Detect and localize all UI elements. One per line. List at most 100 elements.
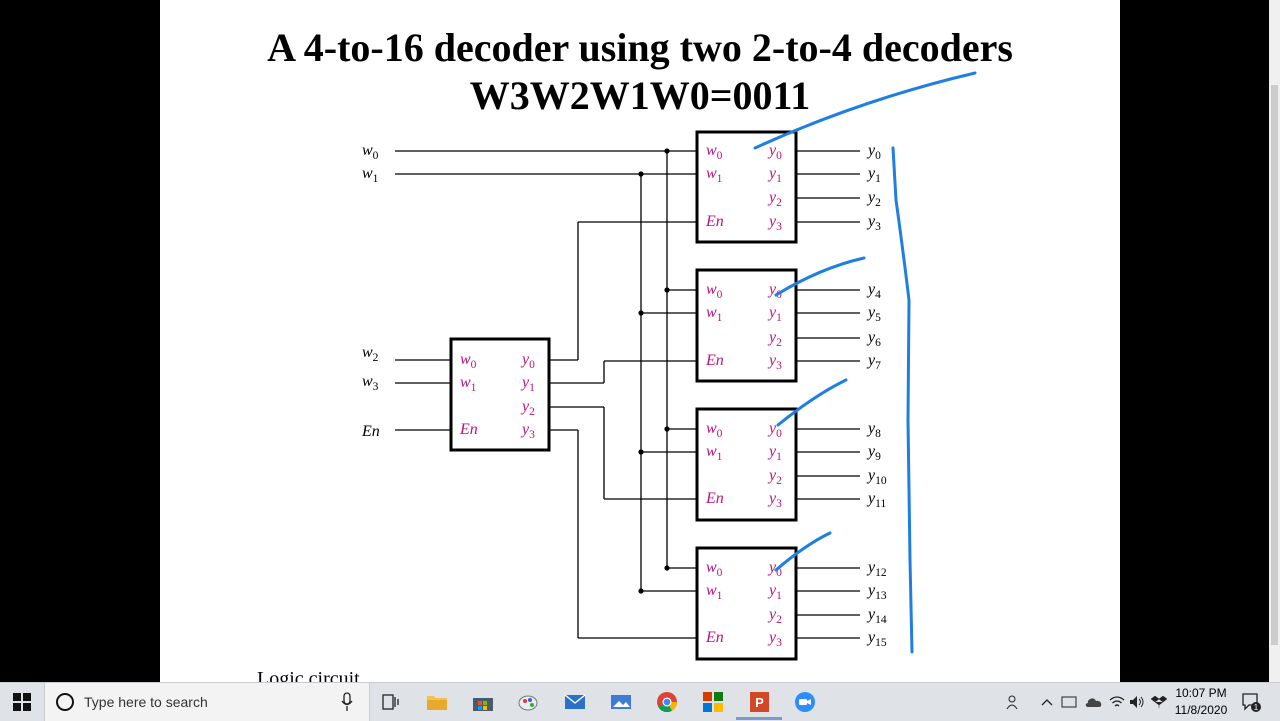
pen-stroke xyxy=(891,146,914,654)
port-label: y2 xyxy=(520,398,535,418)
junction-dot xyxy=(664,565,670,571)
port-label: y0 xyxy=(767,142,782,162)
dropbox-button[interactable] xyxy=(1148,683,1170,721)
port-label: y2 xyxy=(767,189,782,209)
junction-dot xyxy=(664,426,670,432)
port-label: w0 xyxy=(706,281,723,301)
output-label: y7 xyxy=(866,352,881,372)
output-label: y13 xyxy=(866,582,887,602)
junction-dot xyxy=(638,310,644,316)
scrollbar-thumb[interactable] xyxy=(1271,85,1278,645)
notification-count: 1 xyxy=(1254,703,1259,712)
junction-dot xyxy=(638,171,644,177)
port-label: w1 xyxy=(706,304,723,324)
start-button[interactable] xyxy=(0,683,44,721)
clock-time[interactable]: 10:07 PM xyxy=(1175,686,1227,700)
speaker-icon xyxy=(1130,696,1144,708)
junction-dot xyxy=(664,148,670,154)
port-label: y1 xyxy=(767,582,782,602)
taskbar: Type here to search xyxy=(0,682,1280,721)
port-label: y3 xyxy=(767,629,782,649)
windows-icon xyxy=(13,693,31,711)
output-label: y15 xyxy=(866,629,887,649)
taskbar-search[interactable]: Type here to search xyxy=(44,683,370,721)
window-background xyxy=(1120,0,1280,682)
task-view-icon xyxy=(382,694,399,710)
output-label: y6 xyxy=(866,329,881,349)
port-label: y2 xyxy=(767,606,782,626)
pen-stroke xyxy=(774,531,832,572)
port-label: y0 xyxy=(767,420,782,440)
photos-button[interactable] xyxy=(598,683,644,721)
output-label: y0 xyxy=(866,142,881,162)
diagram-labels: w0w1Eny0y1y2y3w0w1Eny0y1y2y3w0w1Eny0y1y2… xyxy=(361,142,887,649)
dropbox-icon xyxy=(1151,695,1167,708)
powerpoint-button[interactable]: P xyxy=(736,683,782,721)
pen-stroke xyxy=(753,71,977,150)
mail-button[interactable] xyxy=(552,683,598,721)
output-label: y2 xyxy=(866,189,881,209)
volume-button[interactable] xyxy=(1126,683,1148,721)
wires xyxy=(395,150,860,639)
cloud-icon xyxy=(1085,698,1102,707)
port-label: En xyxy=(459,421,478,438)
paint-button[interactable] xyxy=(506,683,552,721)
store-button[interactable] xyxy=(460,683,506,721)
tray-device-button[interactable] xyxy=(1058,683,1080,721)
show-hidden-icons-button[interactable] xyxy=(1038,683,1056,721)
chrome-button[interactable] xyxy=(644,683,690,721)
input-label: w1 xyxy=(362,165,379,185)
input-label: En xyxy=(361,423,380,440)
decoder-box-1 xyxy=(695,130,798,244)
output-label: y9 xyxy=(866,443,881,463)
clock-date[interactable]: 11/8/2020 xyxy=(1174,703,1228,717)
port-label: y1 xyxy=(767,443,782,463)
microphone-icon[interactable] xyxy=(341,692,353,712)
output-label: y10 xyxy=(866,467,887,487)
port-label: En xyxy=(705,490,724,507)
junction-dots xyxy=(638,148,670,594)
chrome-icon xyxy=(657,692,678,713)
output-label: y3 xyxy=(866,213,881,233)
junction-dot xyxy=(638,449,644,455)
junction-dot xyxy=(664,287,670,293)
port-label: y1 xyxy=(520,374,535,394)
output-label: y12 xyxy=(866,559,887,579)
output-label: y5 xyxy=(866,304,881,324)
task-view-button[interactable] xyxy=(368,683,414,721)
port-label: En xyxy=(705,352,724,369)
onedrive-button[interactable] xyxy=(1082,683,1104,721)
input-label: w0 xyxy=(362,142,379,162)
action-center-button[interactable]: 1 xyxy=(1236,683,1266,721)
output-label: y14 xyxy=(866,606,887,626)
file-explorer-button[interactable] xyxy=(414,683,460,721)
port-label: y0 xyxy=(767,281,782,301)
port-label: y3 xyxy=(767,352,782,372)
port-label: y0 xyxy=(520,351,535,371)
slide-subtitle: W3W2W1W0=0011 xyxy=(469,73,811,118)
port-label: w1 xyxy=(460,374,477,394)
decoder-box-2 xyxy=(695,268,798,383)
folder-icon xyxy=(427,696,447,710)
port-label: y3 xyxy=(520,421,535,441)
port-label: y0 xyxy=(767,559,782,579)
search-icon xyxy=(56,693,74,711)
network-button[interactable] xyxy=(1106,683,1128,721)
active-app-indicator xyxy=(736,717,782,720)
powerpoint-icon: P xyxy=(750,692,769,712)
input-label: w2 xyxy=(362,344,379,364)
office-button[interactable] xyxy=(690,683,736,721)
output-label: y4 xyxy=(866,281,881,301)
port-label: w1 xyxy=(706,582,723,602)
zoom-button[interactable] xyxy=(782,683,828,721)
wifi-icon xyxy=(1109,696,1125,707)
output-label: y11 xyxy=(866,490,886,510)
device-icon xyxy=(1061,696,1077,708)
chevron-up-icon xyxy=(1041,699,1053,706)
port-label: y3 xyxy=(767,490,782,510)
decoder-box-4 xyxy=(695,546,798,661)
mail-icon xyxy=(564,694,586,709)
port-label: w1 xyxy=(706,443,723,463)
people-button[interactable] xyxy=(1002,683,1026,721)
port-label: w0 xyxy=(706,420,723,440)
